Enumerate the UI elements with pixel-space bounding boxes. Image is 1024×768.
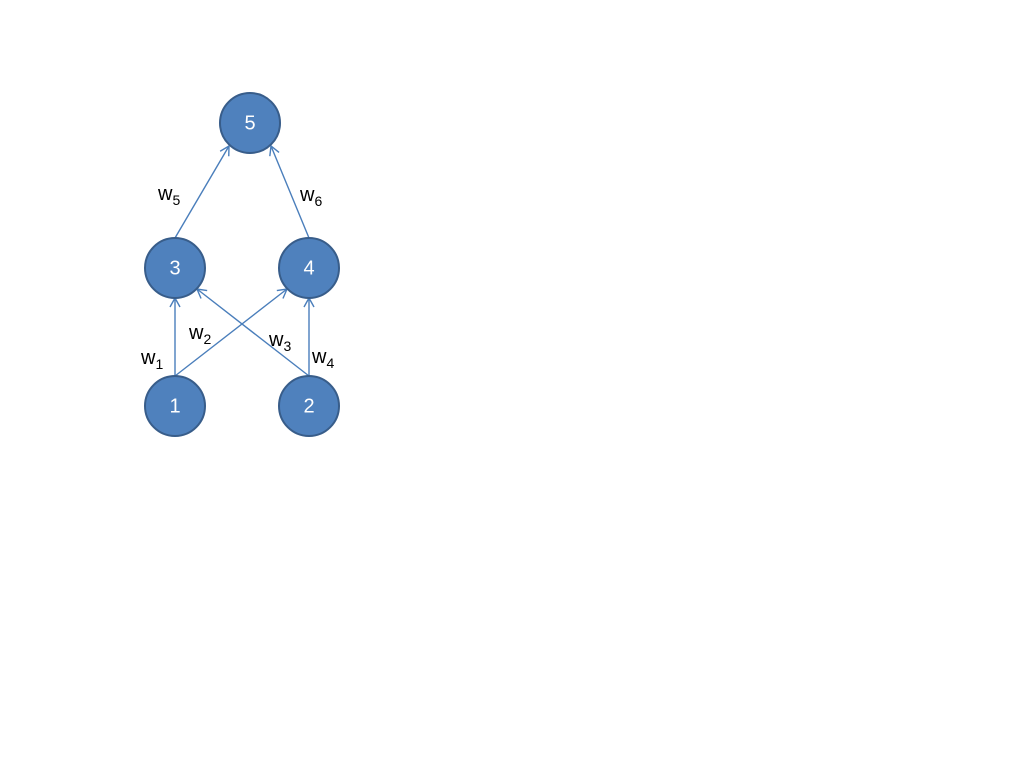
node-1: 1 <box>144 375 206 437</box>
edge-2-3 <box>195 288 310 377</box>
edges <box>169 144 315 377</box>
node-5: 5 <box>219 92 281 154</box>
weight-label-w6: w6 <box>299 184 322 209</box>
weight-label-w4: w4 <box>311 346 334 371</box>
edge-4-5 <box>269 144 310 239</box>
weight-label-w1: w1 <box>140 347 163 372</box>
weight-label-w2: w2 <box>188 322 211 347</box>
nodes: 5 3 4 1 2 <box>144 92 340 437</box>
node-3: 3 <box>144 237 206 299</box>
node-label-5: 5 <box>244 112 255 134</box>
node-label-3: 3 <box>169 257 180 279</box>
node-label-4: 4 <box>303 257 314 279</box>
node-label-2: 2 <box>303 395 314 417</box>
node-label-1: 1 <box>169 395 180 417</box>
weight-labels: w1 w2 w3 w4 w5 w6 <box>140 183 334 372</box>
weight-label-w3: w3 <box>268 329 291 354</box>
edge-3-5 <box>174 144 230 239</box>
edge-1-4 <box>174 288 289 377</box>
node-4: 4 <box>278 237 340 299</box>
node-2: 2 <box>278 375 340 437</box>
weight-label-w5: w5 <box>157 183 180 208</box>
